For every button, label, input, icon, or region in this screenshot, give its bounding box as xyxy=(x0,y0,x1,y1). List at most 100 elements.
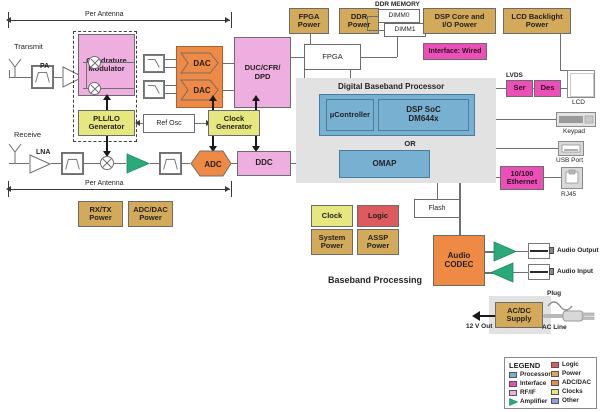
lcdbl-to-lcd-h xyxy=(560,70,567,71)
audio-codec-label-1: Audio xyxy=(447,250,471,260)
logic-block: Logic xyxy=(357,205,399,227)
rx-mixer-icon xyxy=(100,156,114,170)
dimm1-block: DIMM1 xyxy=(384,23,426,37)
flash-label: Flash xyxy=(428,204,446,212)
acdc-supply-block: AC/DC Supply xyxy=(495,302,543,328)
refosc-to-clkgen-wire xyxy=(195,123,208,124)
tx-i-lowpass-filter-icon xyxy=(143,54,165,73)
acdc-12v-wire xyxy=(479,315,495,317)
clock-gen-label-1: Clock xyxy=(223,113,245,123)
ddrpwr-to-dimm1-wire xyxy=(367,30,384,31)
assp-power-block: ASSP Power xyxy=(357,229,399,255)
tx-ant-wire-v xyxy=(9,70,10,78)
deserializer-block: Des xyxy=(534,80,561,97)
clock-generator-block: Clock Generator xyxy=(208,110,260,136)
flash-block: Flash xyxy=(414,199,460,218)
rx-ant-wire xyxy=(9,163,29,164)
qmod-in-q xyxy=(83,88,88,89)
audio-output-label: Audio Output xyxy=(557,247,599,254)
acdc-label-1: AC/DC xyxy=(507,305,531,315)
legend-label-adcdac: ADC/DAC xyxy=(562,379,592,386)
omap-block: OMAP xyxy=(339,150,430,178)
dsp-soc-block: DSP SoC DM644x xyxy=(378,99,469,131)
clkgen-up-dac-arrow xyxy=(209,95,217,101)
rx-bandpass-filter-icon xyxy=(61,152,84,175)
codec-from-inamp-wire xyxy=(485,272,494,274)
clkgen-up-duc-arrow xyxy=(252,95,260,101)
clkgen-dn-adc-wire xyxy=(212,136,214,148)
ddc-label: DDC xyxy=(255,158,273,168)
clkgen-up-duc-wire xyxy=(255,100,257,110)
pll-to-qmod-wire xyxy=(106,99,108,110)
assp-power-label-1: ASSP xyxy=(367,232,389,242)
legend-swatch-logic xyxy=(551,362,559,368)
audio-input-label: Audio Input xyxy=(557,268,594,275)
dimm-bus-v xyxy=(367,16,368,30)
per-antenna-bottom-line xyxy=(8,189,230,190)
assp-power-label-2: Power xyxy=(366,241,390,250)
ucontroller-label: µController xyxy=(329,109,371,119)
rj45-label: RJ45 xyxy=(561,191,577,198)
receive-label: Receive xyxy=(14,130,42,139)
lvds-label: LVDS xyxy=(506,72,523,79)
adc-dac-power-block: ADC/DAC Power xyxy=(128,201,173,227)
per-antenna-bottom-arrow-right xyxy=(225,186,230,192)
pll-to-rxmixer-wire xyxy=(106,136,108,155)
ddr-power-label-1: DDR xyxy=(350,11,368,21)
plug-label: Plug xyxy=(547,290,562,297)
bb-to-keypad-wire xyxy=(496,119,556,120)
filt-q-to-dac-wire2 xyxy=(165,93,176,94)
duc-to-fpga-wire xyxy=(291,57,313,58)
fpga-to-dimm-v xyxy=(397,37,398,57)
legend-swatch-interface xyxy=(509,381,517,387)
transmit-antenna-icon xyxy=(8,58,22,78)
rx-tx-power-block: RX/TX Power xyxy=(78,201,123,227)
lna-label: LNA xyxy=(36,149,51,156)
lcd-backlight-power-block: LCD Backlight Power xyxy=(503,8,571,34)
clock-label: Clock xyxy=(321,210,343,220)
usb-port-icon xyxy=(558,141,584,156)
legend-label-amplifier: Amplifier xyxy=(520,398,548,405)
pll-to-qmod-arrow xyxy=(103,94,111,100)
dimm1-label: DIMM1 xyxy=(394,26,416,34)
clock-block: Clock xyxy=(311,205,353,227)
per-antenna-top-arrow-right xyxy=(225,17,230,23)
pll-lo-label-2: Generator xyxy=(88,122,125,131)
fpga-to-dimm-h xyxy=(361,57,397,58)
dac-1-block: DAC xyxy=(180,52,219,74)
tx-ant-wire xyxy=(9,77,31,78)
lna-icon xyxy=(29,154,51,174)
rx-tx-power-label-2: Power xyxy=(89,213,112,222)
legend-swatch-other xyxy=(551,398,559,404)
per-antenna-bottom-tick-left xyxy=(8,181,9,197)
tx-q-lowpass-filter-icon xyxy=(143,80,165,99)
audio-output-jack-nub xyxy=(549,247,554,254)
filt-i-to-dac-wire2 xyxy=(165,67,176,68)
audio-output-amplifier-icon xyxy=(493,241,517,262)
clock-gen-label-2: Generator xyxy=(216,122,252,131)
legend-swatch-power xyxy=(551,371,559,377)
clkgen-dn-adc-arrow xyxy=(209,146,217,152)
legend-swatch-processor xyxy=(509,372,517,378)
legend-label-clocks: Clocks xyxy=(562,388,583,395)
ser-label: Ser xyxy=(513,83,526,93)
tx-filter-to-pa-wire xyxy=(54,77,62,78)
codec-to-outamp-wire xyxy=(485,251,494,253)
bb-to-ser-wire xyxy=(496,88,506,89)
tx-bandpass-filter-icon xyxy=(31,65,54,89)
audio-codec-block: Audio CODEC xyxy=(433,235,485,286)
quadrature-modulator-label-1: Quadrature xyxy=(86,55,127,65)
receive-antenna-icon xyxy=(8,143,22,163)
pll-to-rxmixer-arrow xyxy=(103,151,111,157)
fpga-block: FPGA xyxy=(304,44,361,70)
legend-label-other: Other xyxy=(562,397,579,404)
clkgen-dn-ddc-wire xyxy=(255,136,257,148)
logic-label: Logic xyxy=(368,210,388,220)
legend-label-logic: Logic xyxy=(562,361,579,368)
legend-swatch-clocks xyxy=(551,389,559,395)
legend-title: LEGEND xyxy=(509,361,541,370)
system-power-label-2: Power xyxy=(320,241,344,250)
qmod-q-out-wire xyxy=(101,88,135,89)
audio-codec-label-2: CODEC xyxy=(444,259,474,269)
qmod-mixer-i-icon xyxy=(88,56,101,69)
